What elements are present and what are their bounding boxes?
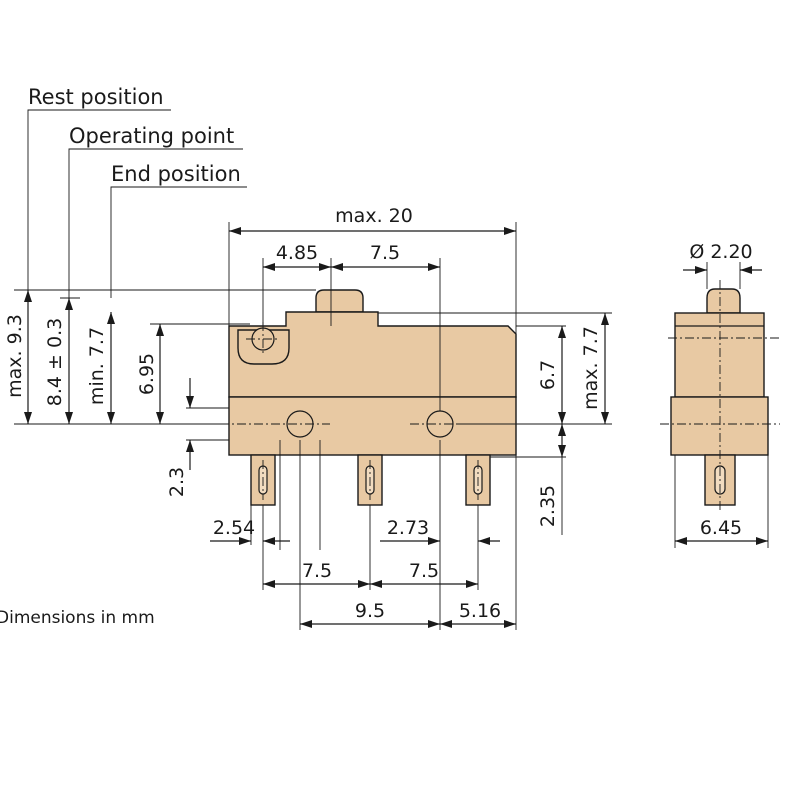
position-labels: Rest position Operating point End positi…	[27, 85, 247, 298]
dim-max-7-7: max. 7.7	[580, 326, 602, 410]
dim-9-5: 9.5	[355, 600, 385, 622]
dim-5-16: 5.16	[459, 600, 501, 622]
extension-lines	[14, 222, 612, 630]
dim-2-35: 2.35	[537, 485, 559, 527]
side-upper-housing	[674, 312, 765, 398]
end-position-leader	[110, 186, 247, 298]
dim-max-20: max. 20	[335, 205, 413, 227]
dim-7-5-top: 7.5	[370, 242, 400, 264]
dim-8-4-tol: 8.4 ± 0.3	[44, 318, 66, 406]
dimension-lines: max. 20 4.85 7.5 max. 9.3 8.4 ± 0.3 min.…	[4, 205, 609, 628]
dim-2-73: 2.73	[387, 517, 429, 539]
rest-position-leader	[27, 109, 171, 298]
side-lower-housing	[670, 396, 769, 456]
dim-4-85: 4.85	[276, 242, 318, 264]
dim-2-54: 2.54	[213, 517, 255, 539]
dim-min-7-7: min. 7.7	[86, 327, 108, 405]
end-position-label: End position	[111, 162, 241, 186]
dim-2-3: 2.3	[166, 467, 188, 497]
dim-6-45: 6.45	[700, 517, 742, 539]
operating-point-leader	[68, 148, 243, 298]
dim-dia-2-20: Ø 2.20	[689, 241, 752, 263]
plunger	[315, 289, 364, 313]
dim-6-95: 6.95	[136, 353, 158, 395]
operating-point-label: Operating point	[69, 124, 234, 148]
units-note: Dimensions in mm	[0, 608, 155, 628]
lower-housing	[228, 396, 517, 456]
dim-6-7: 6.7	[537, 360, 559, 390]
switch-front-view	[228, 289, 517, 506]
side-view-dimensions: Ø 2.20 6.45	[674, 241, 769, 548]
rest-position-label: Rest position	[28, 85, 164, 109]
dim-7-5-b: 7.5	[409, 560, 439, 582]
dim-7-5-a: 7.5	[302, 560, 332, 582]
switch-side-view	[660, 280, 780, 510]
dim-max-9-3: max. 9.3	[4, 314, 26, 398]
side-plunger	[706, 288, 741, 314]
